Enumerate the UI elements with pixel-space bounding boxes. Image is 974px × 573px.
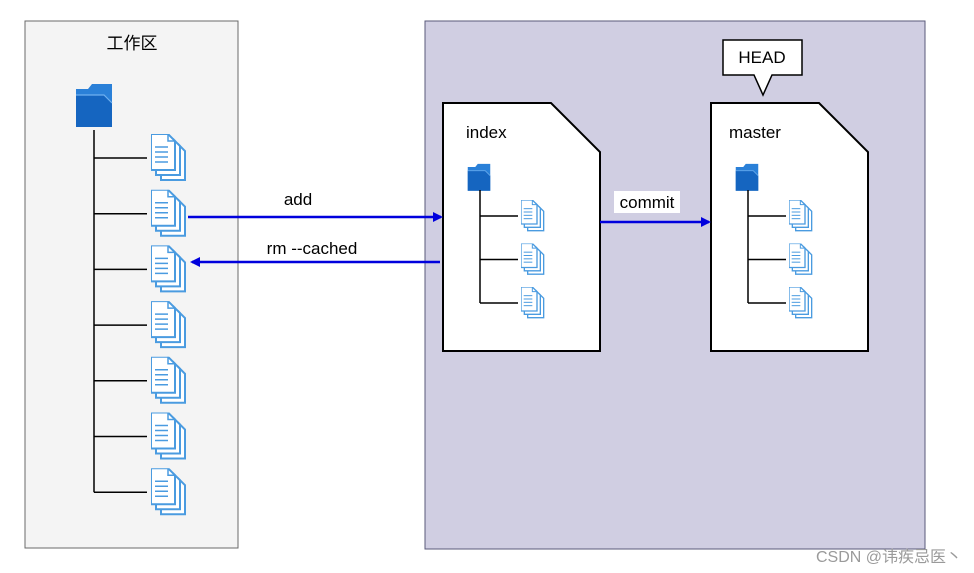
- commit-arrow-label: commit: [620, 193, 675, 212]
- master-card: master: [710, 102, 869, 352]
- add-arrow-label: add: [284, 190, 312, 209]
- index-card: index: [442, 102, 601, 352]
- workspace-panel: 工作区: [24, 20, 239, 549]
- workspace-folder-icon: [75, 83, 113, 128]
- master-label: master: [729, 123, 781, 142]
- master-folder-icon: [735, 163, 759, 192]
- commit-arrow: commit: [600, 191, 711, 227]
- workspace-background: [24, 20, 239, 549]
- commit-label-background: [614, 191, 680, 213]
- head-label: HEAD: [738, 48, 785, 67]
- index-label: index: [466, 123, 507, 142]
- head-pointer: HEAD: [722, 39, 803, 97]
- rm-cached-arrow: rm --cached: [190, 239, 440, 267]
- workspace-title: 工作区: [107, 34, 158, 53]
- index-tree: [479, 190, 545, 319]
- add-arrow: add: [188, 190, 443, 222]
- index-folder-icon: [467, 163, 491, 192]
- master-tree: [747, 190, 813, 319]
- workspace-tree: [93, 130, 186, 516]
- head-callout-shape: [722, 39, 803, 97]
- rm-cached-arrow-label: rm --cached: [267, 239, 358, 258]
- repository-panel: index master HEAD: [424, 20, 926, 550]
- watermark: CSDN @讳疾忌医丶: [815, 549, 962, 566]
